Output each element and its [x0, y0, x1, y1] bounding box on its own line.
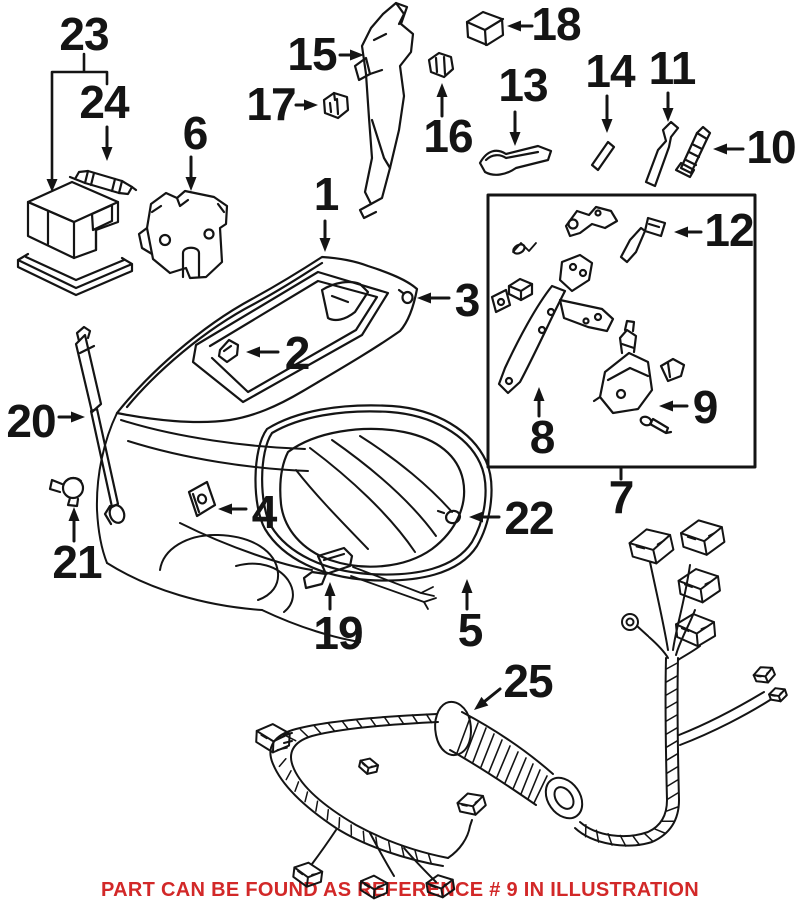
clip-17	[324, 93, 348, 118]
trunk-lid	[117, 257, 417, 422]
callout-23-bracket	[46, 54, 108, 192]
harness-connector	[626, 524, 677, 569]
inset-box	[488, 195, 755, 467]
seal-grommet-22	[438, 509, 461, 524]
release-lever-12	[621, 218, 665, 262]
inset-screw-small	[512, 243, 536, 256]
harness-connector	[290, 859, 326, 891]
bracket-19	[304, 548, 436, 609]
pillar-bracket	[355, 3, 413, 218]
hood-clip-2	[219, 340, 238, 362]
bracket-13	[480, 146, 551, 175]
lock-actuator-9	[594, 321, 652, 413]
hex-nut	[509, 279, 532, 300]
ball-stud	[50, 478, 83, 506]
gas-strut	[76, 327, 127, 525]
body-clip-4	[189, 482, 215, 516]
trunk-latch	[139, 191, 227, 278]
rod-14	[592, 142, 614, 170]
hood-grommet-3	[399, 290, 413, 303]
harness-connector	[767, 685, 789, 705]
inset-clip	[661, 359, 684, 381]
bolt-10	[676, 127, 710, 177]
clip-16	[429, 53, 453, 77]
bent-rod-11	[646, 122, 678, 186]
harness-connector	[356, 755, 381, 778]
harness-connector	[678, 516, 727, 559]
car-body-outline	[97, 413, 360, 642]
festoon-bulb	[70, 171, 136, 194]
inset-lever	[566, 207, 617, 236]
wiring-harness	[253, 516, 789, 901]
harness-connector	[455, 789, 489, 819]
trunk-seal	[255, 405, 491, 580]
hinge-8	[492, 255, 613, 393]
callout-arrows	[59, 20, 743, 864]
license-lamp-housing	[18, 182, 132, 295]
cube-bumper	[467, 12, 503, 45]
harness-connector	[358, 873, 390, 901]
harness-connector	[751, 663, 778, 687]
harness-connector	[425, 873, 456, 900]
harness-connector	[253, 720, 293, 756]
reference-caption: PART CAN BE FOUND AS REFERENCE # 9 IN IL…	[101, 879, 699, 901]
inset-screw-bottom	[639, 415, 671, 433]
